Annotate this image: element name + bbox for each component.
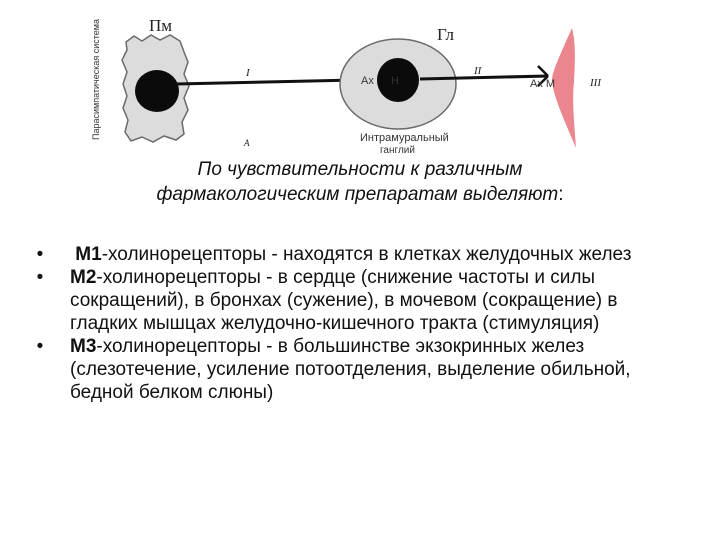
label-gl: Гл xyxy=(437,25,455,44)
ganglion-diagram: Пм Гл Парасимпатическая система I II III… xyxy=(91,16,602,155)
central-neuron-nucleus xyxy=(135,70,179,112)
subtitle-line-1: По чувствительности к различным xyxy=(197,159,523,180)
receptor-n-label: Н xyxy=(391,75,399,87)
ach-label: Ах xyxy=(361,75,374,87)
receptor-title: М3 xyxy=(70,336,97,357)
receptor-description: -холинорецепторы - в большинстве экзокри… xyxy=(70,336,631,403)
list-item: • М3-холинорецепторы - в большинстве экзо… xyxy=(30,335,690,404)
fiber-label-3: III xyxy=(589,77,602,89)
receptor-description: -холинорецепторы - находятся в клетках ж… xyxy=(101,244,632,265)
list-item: • М2-холинорецепторы - в сердце (снижение… xyxy=(30,266,690,335)
ganglion-cell-nucleus xyxy=(377,58,419,102)
bullet-marker: • xyxy=(36,244,44,265)
ganglion-caption-line2: ганглий xyxy=(380,145,415,155)
bullet-marker: • xyxy=(36,267,44,288)
subtitle-colon: : xyxy=(558,184,564,205)
receptor-list: • М1-холинорецепторы - находятся в клетк… xyxy=(30,243,690,404)
preganglionic-fiber xyxy=(175,78,357,86)
subtitle-line-2: фармакологическим препаратам выделяют xyxy=(156,184,559,205)
postganglionic-fiber xyxy=(419,74,549,81)
fiber-label-1: I xyxy=(245,67,251,79)
receptor-description: -холинорецепторы - в сердце (снижение ча… xyxy=(70,267,618,334)
receptor-title: М1 xyxy=(75,244,102,265)
list-item: • М1-холинорецепторы - находятся в клетк… xyxy=(30,243,690,266)
ach-m-label: Ах М xyxy=(530,78,555,90)
fiber-label-2: II xyxy=(473,65,483,77)
subtitle: По чувствительности к различным фармакол… xyxy=(90,157,630,207)
effector-organ xyxy=(552,28,576,148)
bullet-marker: • xyxy=(36,336,44,357)
label-pm: Пм xyxy=(149,16,172,35)
vertical-caption: Парасимпатическая система xyxy=(91,19,101,140)
ganglion-caption-line1: Интрамуральный xyxy=(360,132,449,144)
receptor-title: М2 xyxy=(70,267,97,288)
bottom-mark: А xyxy=(243,138,250,148)
postganglionic-ending xyxy=(537,65,549,87)
